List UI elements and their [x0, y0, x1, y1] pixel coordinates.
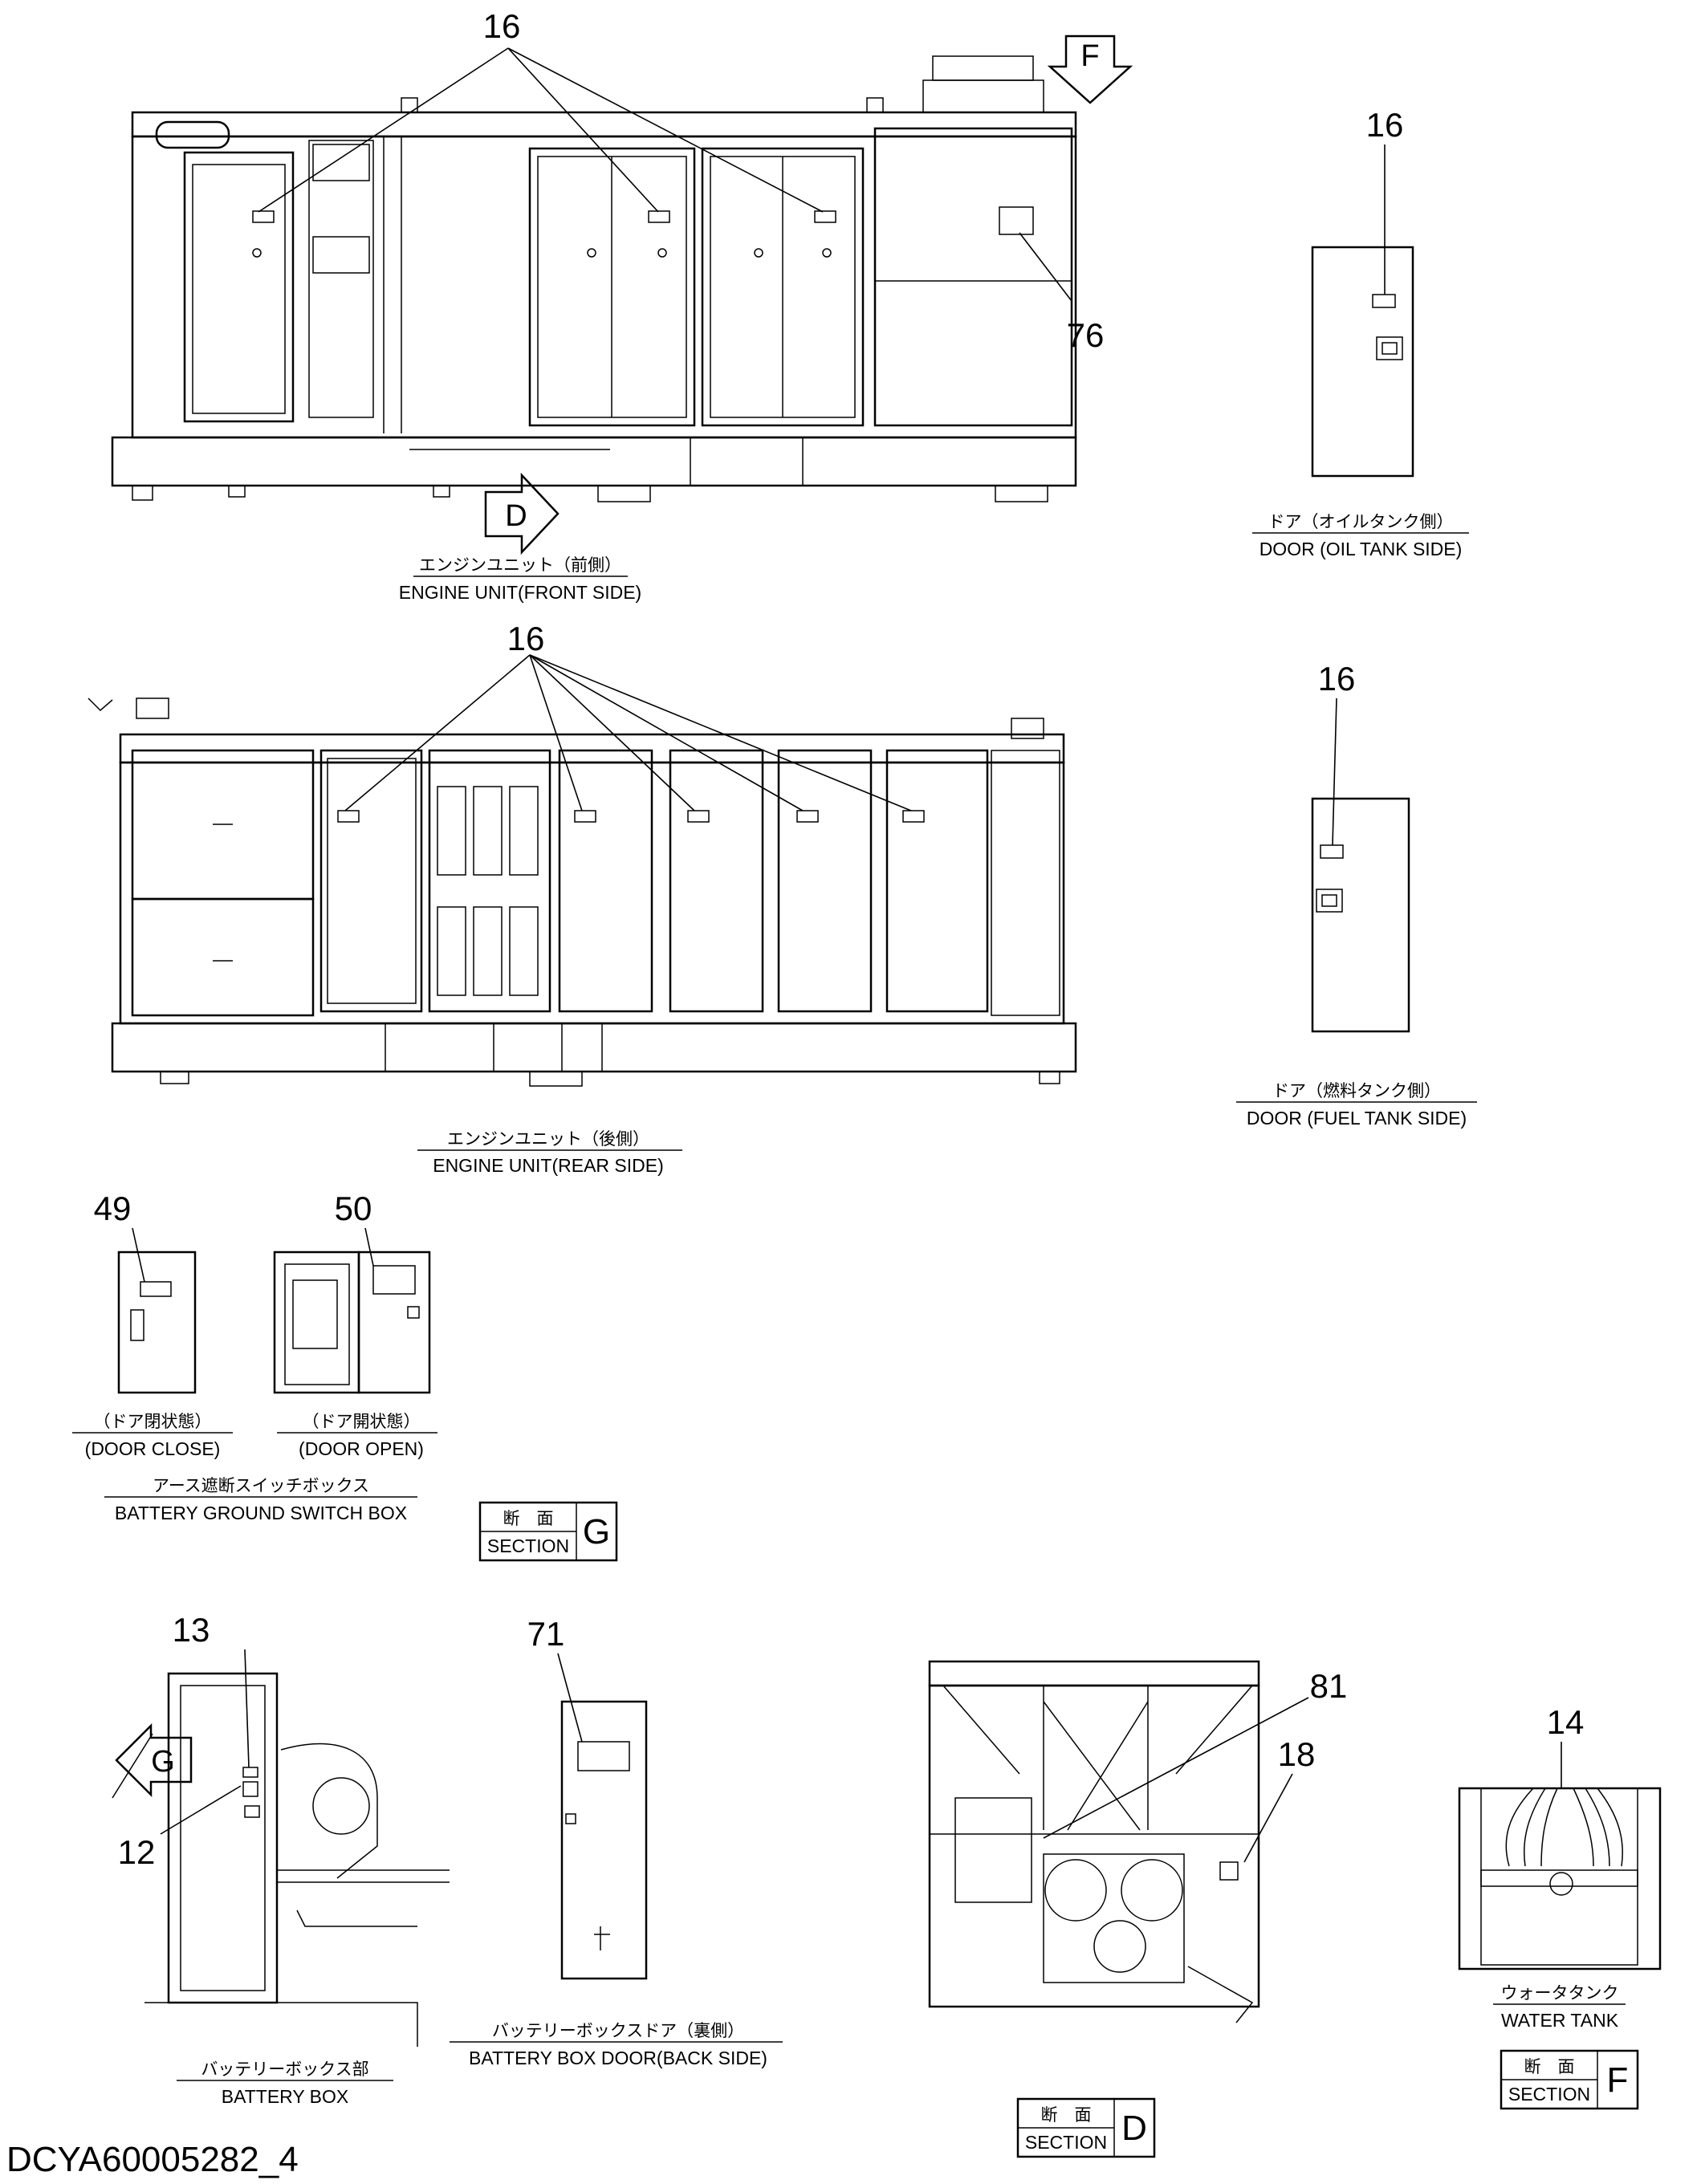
callout-section-d-81: 81	[1310, 1667, 1348, 1705]
battery-box-view	[112, 1672, 450, 2047]
caption-oil-door-en: DOOR (OIL TANK SIDE)	[1259, 539, 1463, 559]
battery-box-door-view	[560, 1700, 648, 1980]
view-arrow-f: F	[1047, 35, 1133, 104]
caption-water-tank-en: WATER TANK	[1501, 2010, 1619, 2031]
view-captions: エンジンユニット（前側） ENGINE UNIT(FRONT SIDE) ドア（…	[72, 512, 1626, 2107]
caption-battery-door-en: BATTERY BOX DOOR(BACK SIDE)	[469, 2048, 767, 2068]
caption-door-close-jp: （ドア閉状態）	[94, 1412, 212, 1431]
fuel-tank-door-view	[1311, 797, 1410, 1033]
view-arrow-g-letter: G	[151, 1745, 175, 1779]
callout-battery-12: 12	[118, 1833, 156, 1871]
callout-oil-door-16: 16	[1366, 106, 1404, 144]
caption-door-close-en: (DOOR CLOSE)	[85, 1438, 221, 1459]
callout-numbers: 16 76 16 16 16 49 50 13 12 71 81 18 14	[94, 7, 1585, 1871]
caption-engine-front-jp: エンジンユニット（前側）	[419, 555, 621, 575]
callout-rear-16: 16	[507, 620, 545, 657]
callout-water-tank-14: 14	[1547, 1703, 1585, 1741]
engine-unit-front-view	[111, 55, 1077, 502]
caption-battery-box-en: BATTERY BOX	[222, 2086, 349, 2107]
section-f-en: SECTION	[1508, 2084, 1590, 2105]
callout-front-76: 76	[1067, 316, 1105, 354]
view-arrow-d-letter: D	[505, 499, 527, 533]
caption-oil-door-jp: ドア（オイルタンク側）	[1268, 512, 1454, 531]
caption-battery-box-jp: バッテリーボックス部	[201, 2060, 368, 2079]
caption-switch-box-en: BATTERY GROUND SWITCH BOX	[115, 1503, 407, 1523]
caption-water-tank-jp: ウォータタンク	[1501, 1983, 1619, 2003]
water-tank-view	[1458, 1787, 1662, 1970]
section-label-d: 断 面 SECTION D	[1016, 2097, 1156, 2158]
section-g-en: SECTION	[487, 1535, 569, 1556]
caption-door-open-jp: （ドア開状態）	[303, 1412, 421, 1431]
caption-engine-front-en: ENGINE UNIT(FRONT SIDE)	[399, 582, 641, 603]
leader-lines	[132, 47, 1562, 1863]
view-arrow-f-letter: F	[1080, 39, 1099, 73]
caption-fuel-door-jp: ドア（燃料タンク側）	[1272, 1081, 1441, 1100]
view-arrow-g: G	[115, 1722, 193, 1798]
section-f-letter: F	[1607, 2060, 1629, 2100]
caption-switch-box-jp: アース遮断スイッチボックス	[153, 1476, 369, 1495]
oil-tank-door-view	[1311, 246, 1414, 478]
document-id: DCYA60005282_4	[6, 2140, 299, 2179]
section-d-en: SECTION	[1025, 2132, 1107, 2153]
callout-battery-13: 13	[173, 1611, 210, 1649]
section-d-jp: 断 面	[1041, 2105, 1092, 2125]
engine-unit-rear-view	[87, 697, 1077, 1087]
callout-front-16: 16	[483, 7, 521, 45]
callout-section-d-18: 18	[1278, 1735, 1316, 1773]
section-label-f: 断 面 SECTION F	[1500, 2049, 1639, 2110]
caption-battery-door-jp: バッテリーボックスドア（裏側）	[492, 2021, 744, 2040]
callout-battery-door-71: 71	[527, 1615, 565, 1653]
section-g-jp: 断 面	[503, 1509, 554, 1528]
callout-box-49: 49	[94, 1190, 132, 1227]
section-g-letter: G	[583, 1512, 610, 1552]
section-f-jp: 断 面	[1524, 2057, 1575, 2076]
callout-box-50: 50	[335, 1190, 372, 1227]
section-d-letter: D	[1121, 2109, 1147, 2148]
caption-engine-rear-jp: エンジンユニット（後側）	[447, 1129, 649, 1149]
caption-engine-rear-en: ENGINE UNIT(REAR SIDE)	[433, 1155, 664, 1176]
switch-box-open-view	[273, 1251, 431, 1394]
caption-door-open-en: (DOOR OPEN)	[299, 1438, 424, 1459]
callout-fuel-door-16: 16	[1318, 660, 1356, 697]
switch-box-closed-view	[117, 1251, 197, 1394]
view-arrow-d: D	[484, 472, 560, 555]
section-label-g: 断 面 SECTION G	[478, 1501, 618, 1562]
caption-fuel-door-en: DOOR (FUEL TANK SIDE)	[1247, 1108, 1467, 1129]
section-d-view	[928, 1660, 1260, 2023]
